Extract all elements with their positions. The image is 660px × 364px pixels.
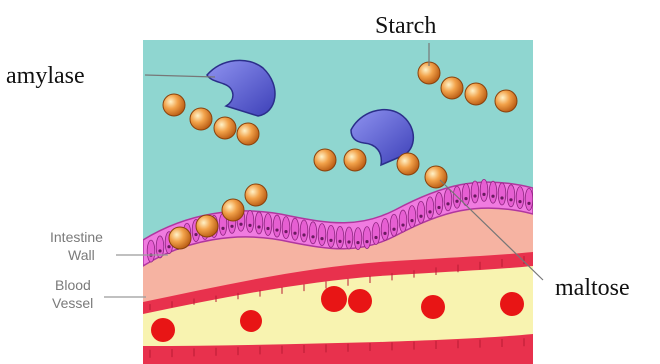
- cell-nucleus: [500, 196, 503, 199]
- epithelial-cell: [381, 218, 389, 240]
- epithelial-cell: [318, 224, 326, 246]
- cell-nucleus: [365, 240, 368, 243]
- cell-nucleus: [275, 228, 278, 231]
- cell-nucleus: [374, 236, 377, 239]
- cell-nucleus: [518, 200, 521, 203]
- epithelial-cell: [345, 227, 353, 249]
- cell-nucleus: [221, 227, 224, 230]
- amylase-label: amylase: [6, 63, 85, 89]
- cell-nucleus: [338, 240, 341, 243]
- cell-nucleus: [194, 233, 197, 236]
- glucose-bead: [344, 149, 366, 171]
- epithelial-cell: [390, 214, 398, 236]
- intestine-wall-label-line1: Intestine: [50, 229, 103, 245]
- epithelial-cell: [291, 218, 299, 240]
- cell-nucleus: [437, 206, 440, 209]
- epithelial-cell: [282, 217, 290, 239]
- glucose-bead: [222, 199, 244, 221]
- epithelial-cell: [471, 181, 479, 203]
- cell-nucleus: [167, 245, 170, 248]
- epithelial-cell: [264, 214, 272, 236]
- cell-nucleus: [482, 193, 485, 196]
- red-blood-cell: [500, 292, 524, 316]
- glucose-bead: [190, 108, 212, 130]
- cell-nucleus: [383, 232, 386, 235]
- cell-nucleus: [455, 200, 458, 203]
- cell-nucleus: [464, 197, 467, 200]
- glucose-bead: [163, 94, 185, 116]
- cell-nucleus: [356, 241, 359, 244]
- glucose-bead: [214, 117, 236, 139]
- epithelial-cell: [336, 226, 344, 248]
- cell-nucleus: [329, 239, 332, 242]
- cell-nucleus: [293, 232, 296, 235]
- epithelial-cell: [246, 210, 254, 232]
- red-blood-cell: [421, 295, 445, 319]
- cell-nucleus: [419, 215, 422, 218]
- blood-vessel-label-line2: Vessel: [52, 295, 93, 311]
- cell-nucleus: [491, 195, 494, 198]
- blood-vessel-label-line1: Blood: [55, 277, 91, 293]
- glucose-bead: [425, 166, 447, 188]
- epithelial-cell: [507, 185, 515, 207]
- cell-nucleus: [311, 235, 314, 238]
- cell-nucleus: [428, 210, 431, 213]
- cell-nucleus: [266, 227, 269, 230]
- cell-nucleus: [446, 202, 449, 205]
- glucose-bead: [441, 77, 463, 99]
- epithelial-cell: [435, 192, 443, 214]
- epithelial-cell: [372, 223, 380, 245]
- cell-nucleus: [239, 223, 242, 226]
- intestine-panel: [143, 40, 533, 364]
- epithelial-cell: [525, 188, 533, 210]
- epithelial-cell: [354, 228, 362, 250]
- epithelial-cell: [300, 220, 308, 242]
- cell-nucleus: [527, 202, 530, 205]
- epithelial-cell: [309, 222, 317, 244]
- epithelial-cell: [516, 187, 524, 209]
- epithelial-cell: [417, 201, 425, 223]
- cell-nucleus: [248, 224, 251, 227]
- epithelial-cell: [273, 215, 281, 237]
- epithelial-cell: [399, 210, 407, 232]
- glucose-bead: [237, 123, 259, 145]
- glucose-bead: [397, 153, 419, 175]
- glucose-bead: [465, 83, 487, 105]
- red-blood-cell: [240, 310, 262, 332]
- red-blood-cell: [348, 289, 372, 313]
- cell-nucleus: [257, 225, 260, 228]
- glucose-bead: [169, 227, 191, 249]
- red-blood-cell: [321, 286, 347, 312]
- epithelial-cell: [147, 240, 155, 262]
- cell-nucleus: [509, 198, 512, 201]
- glucose-bead: [196, 215, 218, 237]
- epithelial-cell: [489, 181, 497, 203]
- epithelial-cell: [255, 212, 263, 234]
- cell-nucleus: [473, 194, 476, 197]
- epithelial-cell: [408, 206, 416, 228]
- cell-nucleus: [320, 237, 323, 240]
- maltose-label: maltose: [555, 275, 630, 301]
- intestine-wall-label-line2: Wall: [68, 247, 95, 263]
- cell-nucleus: [158, 249, 161, 252]
- glucose-bead: [495, 90, 517, 112]
- cell-nucleus: [392, 228, 395, 231]
- glucose-bead: [314, 149, 336, 171]
- epithelial-cell: [498, 183, 506, 205]
- epithelial-cell: [327, 225, 335, 247]
- epithelial-cell: [426, 197, 434, 219]
- epithelial-cell: [480, 179, 488, 201]
- glucose-bead: [245, 184, 267, 206]
- cell-nucleus: [230, 225, 233, 228]
- cell-nucleus: [401, 223, 404, 226]
- red-blood-cell: [151, 318, 175, 342]
- cell-nucleus: [302, 233, 305, 236]
- epithelial-cell: [444, 189, 452, 211]
- cell-nucleus: [410, 219, 413, 222]
- starch-label: Starch: [375, 13, 436, 39]
- epithelial-cell: [363, 227, 371, 249]
- cell-nucleus: [284, 230, 287, 233]
- cell-nucleus: [347, 240, 350, 243]
